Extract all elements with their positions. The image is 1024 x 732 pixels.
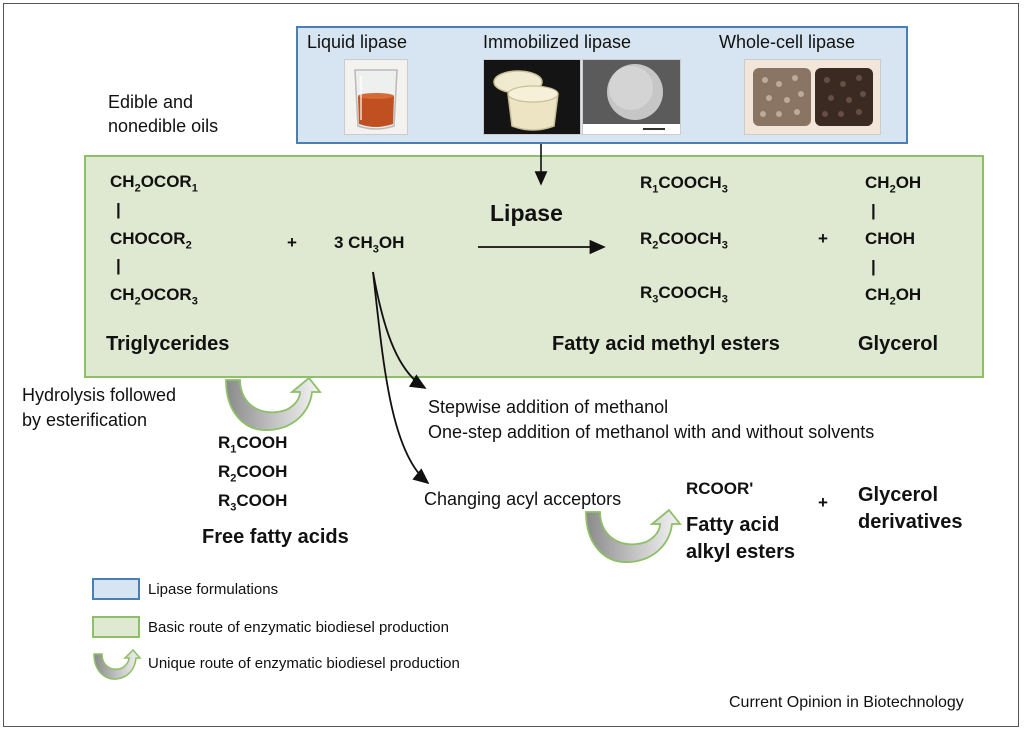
hydrolysis-label-line1: Hydrolysis followed bbox=[22, 385, 177, 405]
liquid-lipase-photo bbox=[344, 59, 408, 135]
plus-sign: + bbox=[818, 493, 828, 512]
immobilized-lipase-label: Immobilized lipase bbox=[483, 32, 632, 52]
triglycerides-label: Triglycerides bbox=[106, 333, 230, 355]
bond-line: | bbox=[116, 200, 121, 219]
legend-unique-route: Unique route of enzymatic biodiesel prod… bbox=[148, 655, 460, 672]
legend-blue-swatch bbox=[92, 578, 140, 600]
liquid-lipase-label: Liquid lipase bbox=[307, 32, 408, 52]
plus-sign: + bbox=[287, 233, 297, 252]
unique-route-arrow-hydrolysis bbox=[225, 376, 322, 431]
bond-line: | bbox=[871, 201, 876, 220]
hydrolysis-label-line2: by esterification bbox=[22, 410, 148, 430]
basic-route-box bbox=[84, 155, 984, 378]
fame-2: R2COOCH3 bbox=[640, 229, 728, 252]
onestep-methanol-label: One-step addition of methanol with and w… bbox=[428, 422, 875, 442]
legend-lipase-formulations: Lipase formulations bbox=[148, 581, 279, 598]
glycerol-line3: CH2OH bbox=[865, 285, 922, 308]
lipase-enzyme-label: Lipase bbox=[490, 200, 563, 226]
bond-line: | bbox=[871, 257, 876, 276]
oils-label-line2: nonedible oils bbox=[108, 116, 219, 136]
glycerol-derivatives-line1: Glycerol bbox=[858, 484, 939, 506]
journal-credit: Current Opinion in Biotechnology bbox=[729, 694, 964, 711]
glycerol-line1: CH2OH bbox=[865, 173, 922, 196]
methanol-route-arrow-upper bbox=[372, 271, 427, 389]
methanol-formula: 3 CH3OH bbox=[334, 233, 405, 256]
ffa-r2: R2COOH bbox=[218, 462, 288, 485]
free-fatty-acids-label: Free fatty acids bbox=[202, 526, 349, 548]
fatty-acid-alkyl-esters-line2: alkyl esters bbox=[686, 541, 795, 563]
triglyceride-line2: CHOCOR2 bbox=[110, 229, 192, 252]
figure-frame bbox=[3, 3, 1019, 727]
whole-cell-lipase-label: Whole-cell lipase bbox=[719, 32, 856, 52]
fame-1: R1COOCH3 bbox=[640, 173, 728, 196]
legend-unique-route-icon bbox=[93, 648, 142, 680]
bond-line: | bbox=[116, 256, 121, 275]
legend-green-swatch bbox=[92, 616, 140, 638]
triglyceride-line1: CH2OCOR1 bbox=[110, 172, 198, 195]
fame-label: Fatty acid methyl esters bbox=[552, 333, 780, 355]
unique-route-arrow-acyl bbox=[585, 508, 682, 563]
whole-cell-lipase-photo bbox=[744, 59, 881, 135]
stepwise-methanol-label: Stepwise addition of methanol bbox=[428, 397, 669, 417]
acyl-acceptors-label: Changing acyl acceptors bbox=[424, 489, 622, 509]
oils-label-line1: Edible and bbox=[108, 92, 194, 112]
fame-3: R3COOCH3 bbox=[640, 283, 728, 306]
immobilized-lipase-jar-photo bbox=[483, 59, 581, 135]
fatty-acid-alkyl-esters-line1: Fatty acid bbox=[686, 514, 780, 536]
glycerol-line2: CHOH bbox=[865, 229, 916, 248]
legend-basic-route: Basic route of enzymatic biodiesel produ… bbox=[148, 619, 449, 636]
methanol-route-arrow-lower bbox=[372, 271, 430, 485]
plus-sign: + bbox=[818, 229, 828, 248]
rcoor-formula: RCOOR' bbox=[686, 479, 754, 498]
glycerol-derivatives-line2: derivatives bbox=[858, 511, 963, 533]
immobilized-lipase-micrograph bbox=[582, 59, 681, 135]
ffa-r3: R3COOH bbox=[218, 491, 288, 514]
glycerol-label: Glycerol bbox=[858, 333, 939, 355]
ffa-r1: R1COOH bbox=[218, 433, 288, 456]
triglyceride-line3: CH2OCOR3 bbox=[110, 285, 198, 308]
